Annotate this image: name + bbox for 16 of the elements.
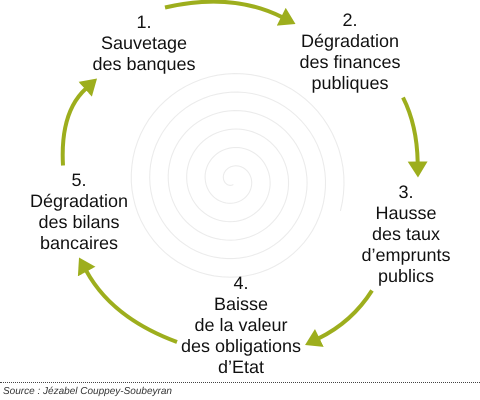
step-number: 4. (233, 272, 248, 294)
step-number: 5. (72, 170, 86, 190)
source-caption: Source : Jézabel Couppey-Soubeyran (3, 386, 172, 398)
curved-arrow (60, 78, 97, 166)
step-text: Dégradation des finances publiques (299, 30, 401, 94)
curved-arrow (78, 258, 178, 344)
step-number: 3. (398, 182, 414, 202)
curved-arrow (401, 96, 428, 178)
step-text: Hausse des taux d’emprunts publics (361, 202, 451, 286)
step-number: 2. (342, 10, 358, 30)
curved-arrow (164, 0, 296, 26)
step-number: 1. (136, 12, 152, 32)
curved-arrow (305, 289, 374, 347)
step-text: Sauvetage des banques (92, 32, 196, 74)
step-text: Baisse de la valeur des obligations d’Etat (180, 294, 302, 378)
step-text: Dégradation des bilans bancaires (30, 190, 128, 254)
